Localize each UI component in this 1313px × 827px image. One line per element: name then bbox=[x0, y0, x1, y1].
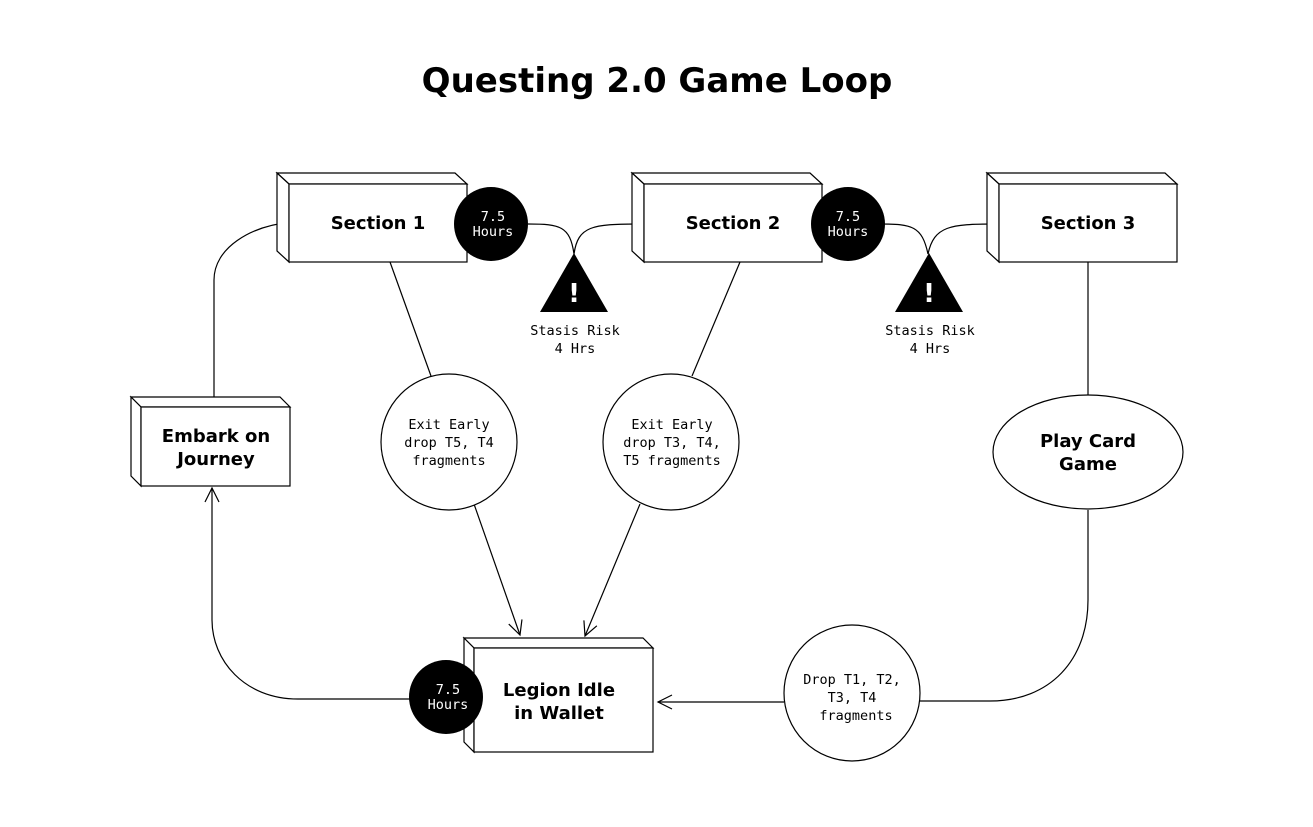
svg-text:fragments: fragments bbox=[412, 453, 485, 469]
connector-s1-to-s2 bbox=[527, 223, 641, 255]
timer-badge-legion: 7.5 Hours bbox=[409, 660, 483, 734]
exit-early-1-node[interactable]: Exit Early drop T5, T4 fragments bbox=[380, 373, 518, 511]
drop-fragments-node[interactable]: Drop T1, T2, T3, T4 fragments bbox=[783, 624, 921, 762]
stasis-warning-2: ! Stasis Risk 4 Hrs bbox=[885, 253, 975, 357]
svg-text:Hours: Hours bbox=[828, 224, 869, 240]
svg-text:drop T5, T4: drop T5, T4 bbox=[404, 435, 493, 451]
svg-text:fragments: fragments bbox=[819, 708, 892, 724]
stasis-risk-label: Stasis Risk bbox=[530, 323, 619, 339]
svg-text:Exit Early: Exit Early bbox=[408, 417, 489, 433]
stasis-duration-label: 4 Hrs bbox=[555, 341, 596, 357]
svg-text:Game: Game bbox=[1059, 454, 1117, 475]
diagram-title: Questing 2.0 Game Loop bbox=[422, 61, 893, 101]
section-3-box[interactable]: Section 3 bbox=[985, 171, 1179, 264]
section-3-label: Section 3 bbox=[1041, 213, 1136, 234]
warning-icon bbox=[895, 253, 963, 312]
svg-text:Hours: Hours bbox=[428, 697, 469, 713]
arrow-exit1-to-legion bbox=[473, 503, 523, 637]
exit-early-2-node[interactable]: Exit Early drop T3, T4, T5 fragments bbox=[602, 373, 740, 511]
svg-text:7.5: 7.5 bbox=[836, 209, 860, 225]
section-1-box[interactable]: Section 1 bbox=[275, 171, 469, 264]
svg-text:Exit Early: Exit Early bbox=[631, 417, 712, 433]
svg-text:Hours: Hours bbox=[473, 224, 514, 240]
warning-icon bbox=[540, 253, 608, 312]
embark-journey-box[interactable]: Embark on Journey bbox=[129, 395, 292, 488]
play-card-game-node[interactable]: Play Card Game bbox=[992, 394, 1184, 510]
svg-text:T5 fragments: T5 fragments bbox=[623, 453, 721, 469]
svg-text:!: ! bbox=[568, 279, 580, 309]
svg-text:T3, T4: T3, T4 bbox=[828, 690, 877, 706]
svg-text:Play Card: Play Card bbox=[1040, 431, 1136, 452]
svg-text:Journey: Journey bbox=[175, 449, 255, 470]
section-2-box[interactable]: Section 2 bbox=[630, 171, 824, 264]
timer-badge-section-2: 7.5 Hours bbox=[811, 187, 885, 261]
connector-s1-to-exit1 bbox=[389, 261, 432, 377]
stasis-duration-label: 4 Hrs bbox=[910, 341, 951, 357]
stasis-risk-label: Stasis Risk bbox=[885, 323, 974, 339]
svg-text:Embark on: Embark on bbox=[162, 426, 270, 447]
section-1-label: Section 1 bbox=[331, 213, 426, 234]
svg-text:!: ! bbox=[923, 279, 935, 309]
connector-playcard-to-drop bbox=[920, 510, 1089, 702]
svg-text:Drop T1, T2,: Drop T1, T2, bbox=[803, 672, 901, 688]
stasis-warning-1: ! Stasis Risk 4 Hrs bbox=[530, 253, 620, 357]
svg-text:7.5: 7.5 bbox=[436, 682, 460, 698]
svg-text:Legion Idle: Legion Idle bbox=[503, 680, 615, 701]
arrow-exit2-to-legion bbox=[583, 503, 641, 638]
legion-idle-box[interactable]: Legion Idle in Wallet bbox=[462, 636, 655, 754]
connector-legion-to-embark bbox=[204, 486, 412, 700]
connector-s2-to-exit2 bbox=[691, 261, 741, 377]
svg-text:in Wallet: in Wallet bbox=[514, 703, 604, 724]
svg-text:7.5: 7.5 bbox=[481, 209, 505, 225]
timer-badge-section-1: 7.5 Hours bbox=[454, 187, 528, 261]
svg-text:drop T3, T4,: drop T3, T4, bbox=[623, 435, 721, 451]
section-2-label: Section 2 bbox=[686, 213, 781, 234]
connector-s2-to-s3 bbox=[879, 223, 997, 255]
